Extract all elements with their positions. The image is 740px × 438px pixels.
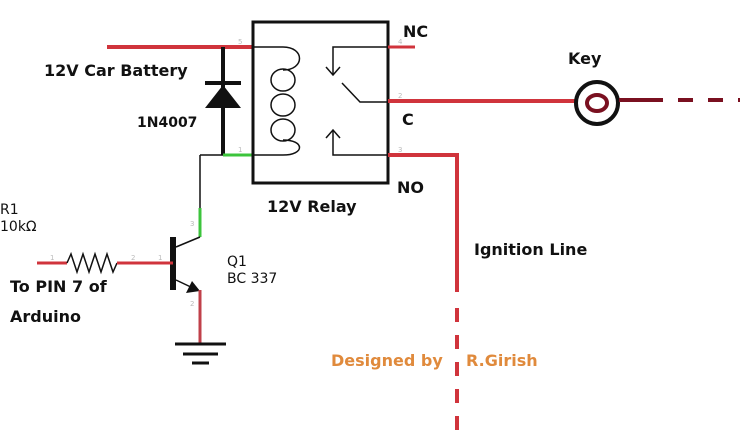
pin-number: 1 [238,146,242,154]
pin-number: 2 [131,254,135,262]
r1-name: R1 [0,202,19,218]
no-wire [388,153,459,292]
diode-label: 1N4007 [137,115,197,131]
pin-number: 5 [238,38,242,46]
q1-value: BC 337 [227,271,277,287]
r1-value: 10kΩ [0,219,37,235]
credit-author: R.Girish [466,351,538,370]
credit-label: Designed by [331,351,443,370]
ground-icon [175,342,226,365]
key-label: Key [568,49,602,68]
pin-number: 4 [398,38,403,46]
key-switch-icon [574,80,740,126]
pin-number: 2 [398,92,402,100]
pin-number: 1 [50,254,54,262]
pin-number: 2 [190,300,194,308]
diode-symbol [205,47,241,155]
no-label: NO [397,178,424,197]
pin-number: 3 [190,220,194,228]
nc-label: NC [403,22,428,41]
q1-name: Q1 [227,254,247,270]
relay-label: 12V Relay [267,197,357,216]
pin-number: 3 [398,146,402,154]
relay-contacts [325,46,388,156]
input-label-line2: Arduino [10,307,81,326]
ignition-label: Ignition Line [474,240,587,259]
coil-symbol [253,46,301,156]
transistor-symbol [170,236,201,293]
pin-number: 1 [158,254,162,262]
battery-label: 12V Car Battery [44,61,188,80]
c-label: C [402,110,414,129]
input-label-line1: To PIN 7 of [10,277,108,296]
resistor-symbol [66,251,118,275]
